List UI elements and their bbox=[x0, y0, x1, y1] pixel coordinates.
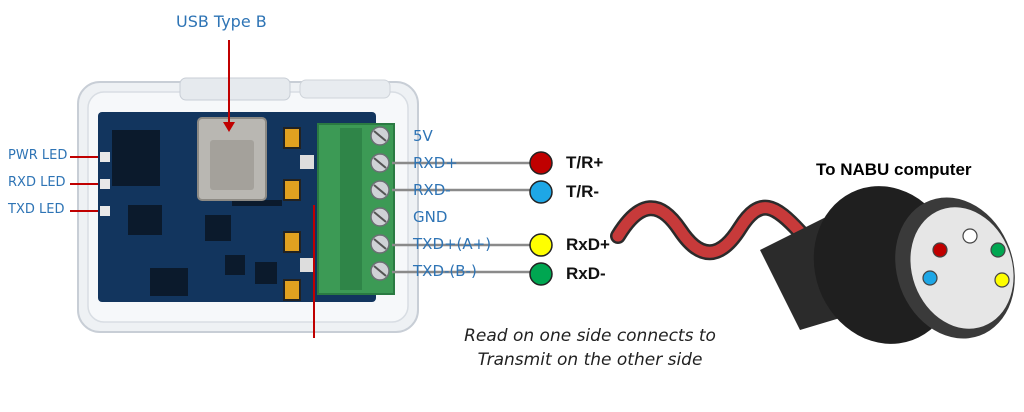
usb-connector bbox=[197, 117, 267, 201]
usb-type-b-label: USB Type B bbox=[176, 12, 267, 31]
screw-slot bbox=[373, 184, 387, 196]
signal-tr-minus-label: T/R- bbox=[566, 182, 600, 201]
signal-rxd-minus-label: RxD- bbox=[566, 264, 606, 283]
signal-dot-rxd-plus bbox=[529, 233, 553, 257]
led-group bbox=[100, 152, 110, 216]
screw-slot bbox=[373, 211, 387, 223]
note-line-1: Read on one side connects to bbox=[464, 326, 716, 346]
signal-rxd-plus-label: RxD+ bbox=[566, 235, 610, 254]
pin-yellow bbox=[994, 272, 1010, 288]
terminal-txd-plus-label: TXD+(A+) bbox=[413, 235, 492, 253]
terminal-screws bbox=[370, 126, 390, 281]
pin-blue bbox=[922, 270, 938, 286]
terminal-5v-label: 5V bbox=[413, 127, 433, 145]
terminal-txd-minus-label: TXD-(B-) bbox=[413, 262, 477, 280]
screw-slot bbox=[373, 238, 387, 250]
usb-pointer-arrow bbox=[223, 122, 235, 132]
signal-dot-rxd-minus bbox=[529, 262, 553, 286]
terminal-rxd-minus-label: RXD- bbox=[413, 181, 451, 199]
pin-white bbox=[962, 228, 978, 244]
signal-dot-tr-plus bbox=[529, 151, 553, 175]
screw-slot bbox=[373, 157, 387, 169]
nabu-cable bbox=[610, 186, 1015, 344]
rxd-led bbox=[100, 179, 110, 189]
signal-dot-tr-minus bbox=[529, 180, 553, 204]
note-line-2: Transmit on the other side bbox=[477, 350, 703, 370]
screw-slot bbox=[373, 130, 387, 142]
pcb-board bbox=[98, 112, 376, 302]
signal-tr-plus-label: T/R+ bbox=[566, 153, 604, 172]
connector-face bbox=[910, 207, 1014, 329]
wire-bundle bbox=[612, 202, 806, 258]
terminal-gnd-label: GND bbox=[413, 208, 448, 226]
screw-slot bbox=[373, 265, 387, 277]
signal-wires bbox=[392, 161, 530, 274]
pin-green bbox=[990, 242, 1006, 258]
pwr-led-label: PWR LED bbox=[8, 148, 68, 163]
note-text: Read on one side connects to Transmit on… bbox=[430, 326, 750, 370]
connector-pins bbox=[922, 228, 1010, 288]
callout-pointers bbox=[70, 40, 315, 338]
txd-led bbox=[100, 206, 110, 216]
txd-led-label: TXD LED bbox=[8, 202, 65, 217]
pwr-led bbox=[100, 152, 110, 162]
terminal-rxd-plus-label: RXD+ bbox=[413, 154, 458, 172]
nabu-computer-label: To NABU computer bbox=[816, 160, 972, 179]
rxd-led-label: RXD LED bbox=[8, 175, 66, 190]
pin-red bbox=[932, 242, 948, 258]
